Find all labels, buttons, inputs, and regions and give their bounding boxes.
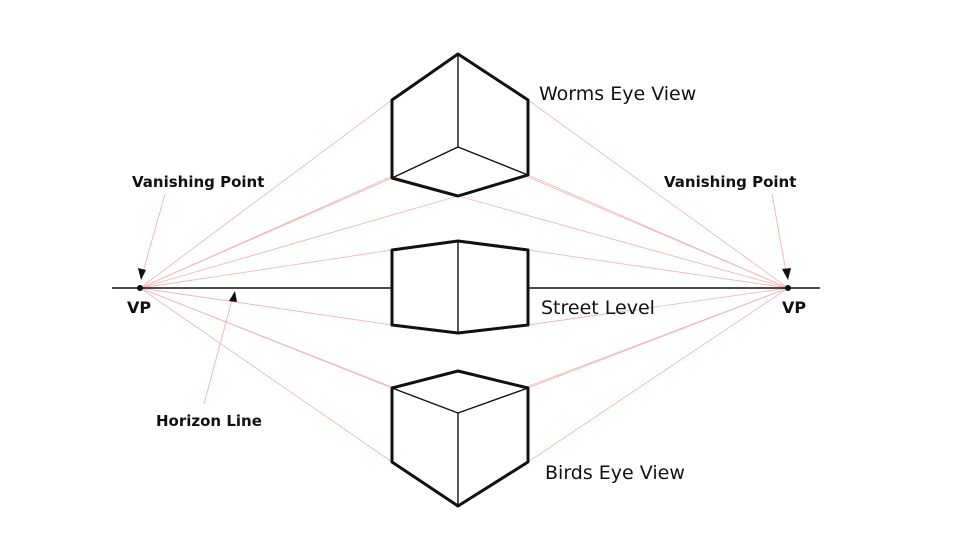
label-vanishing-point-right: Vanishing Point	[664, 173, 796, 191]
label-horizon-line: Horizon Line	[156, 412, 262, 430]
guide-line	[527, 249, 789, 289]
label-street-level: Street Level	[541, 297, 655, 319]
guide-line	[527, 287, 789, 463]
label-vanishing-point-left: Vanishing Point	[132, 173, 264, 191]
label-birds-eye-view: Birds Eye View	[545, 462, 685, 484]
arrowhead-icon	[138, 268, 146, 280]
pointer-vanishing-right	[771, 193, 791, 280]
cube-birds-eye-view	[390, 369, 530, 508]
guide-line	[527, 99, 789, 289]
arrowhead-icon	[782, 268, 791, 280]
vanishing-point-left-dot	[137, 285, 143, 291]
cube-street-level	[390, 239, 530, 335]
perspective-guide-lines	[139, 99, 789, 463]
cube-worms-eye-view	[390, 52, 530, 198]
guide-line	[139, 287, 393, 463]
arrowhead-icon	[229, 291, 237, 302]
guide-line	[139, 195, 459, 289]
pointer-vanishing-left	[138, 193, 166, 280]
guide-line	[139, 99, 393, 289]
vanishing-point-right-dot	[785, 285, 791, 291]
label-vp-left: VP	[127, 298, 151, 317]
label-worms-eye-view: Worms Eye View	[539, 83, 696, 105]
guide-line	[527, 287, 789, 326]
guide-line	[139, 249, 393, 289]
guide-line	[457, 195, 789, 289]
pointer-horizon-line	[203, 291, 237, 405]
label-vp-right: VP	[782, 298, 806, 317]
guide-line	[139, 287, 393, 326]
